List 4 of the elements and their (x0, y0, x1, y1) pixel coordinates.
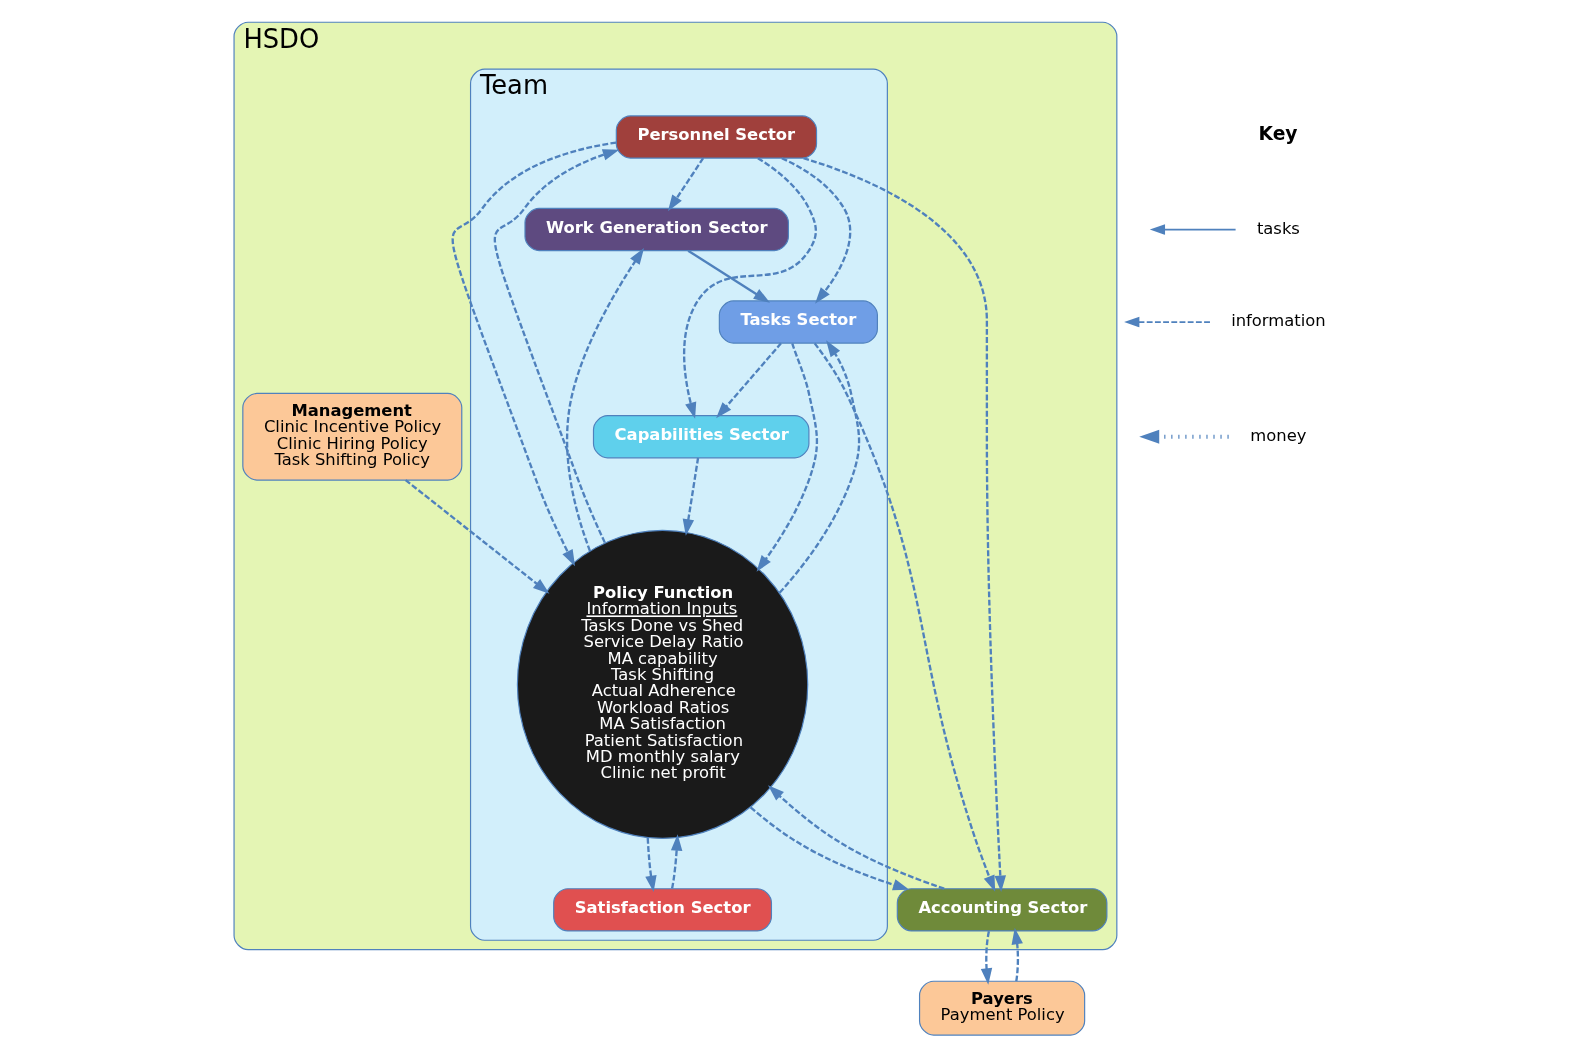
legend-label: information (1230, 311, 1326, 331)
legend-label: money (1249, 426, 1306, 446)
label: Key (1258, 123, 1298, 145)
legend-label: tasks (1256, 218, 1300, 238)
